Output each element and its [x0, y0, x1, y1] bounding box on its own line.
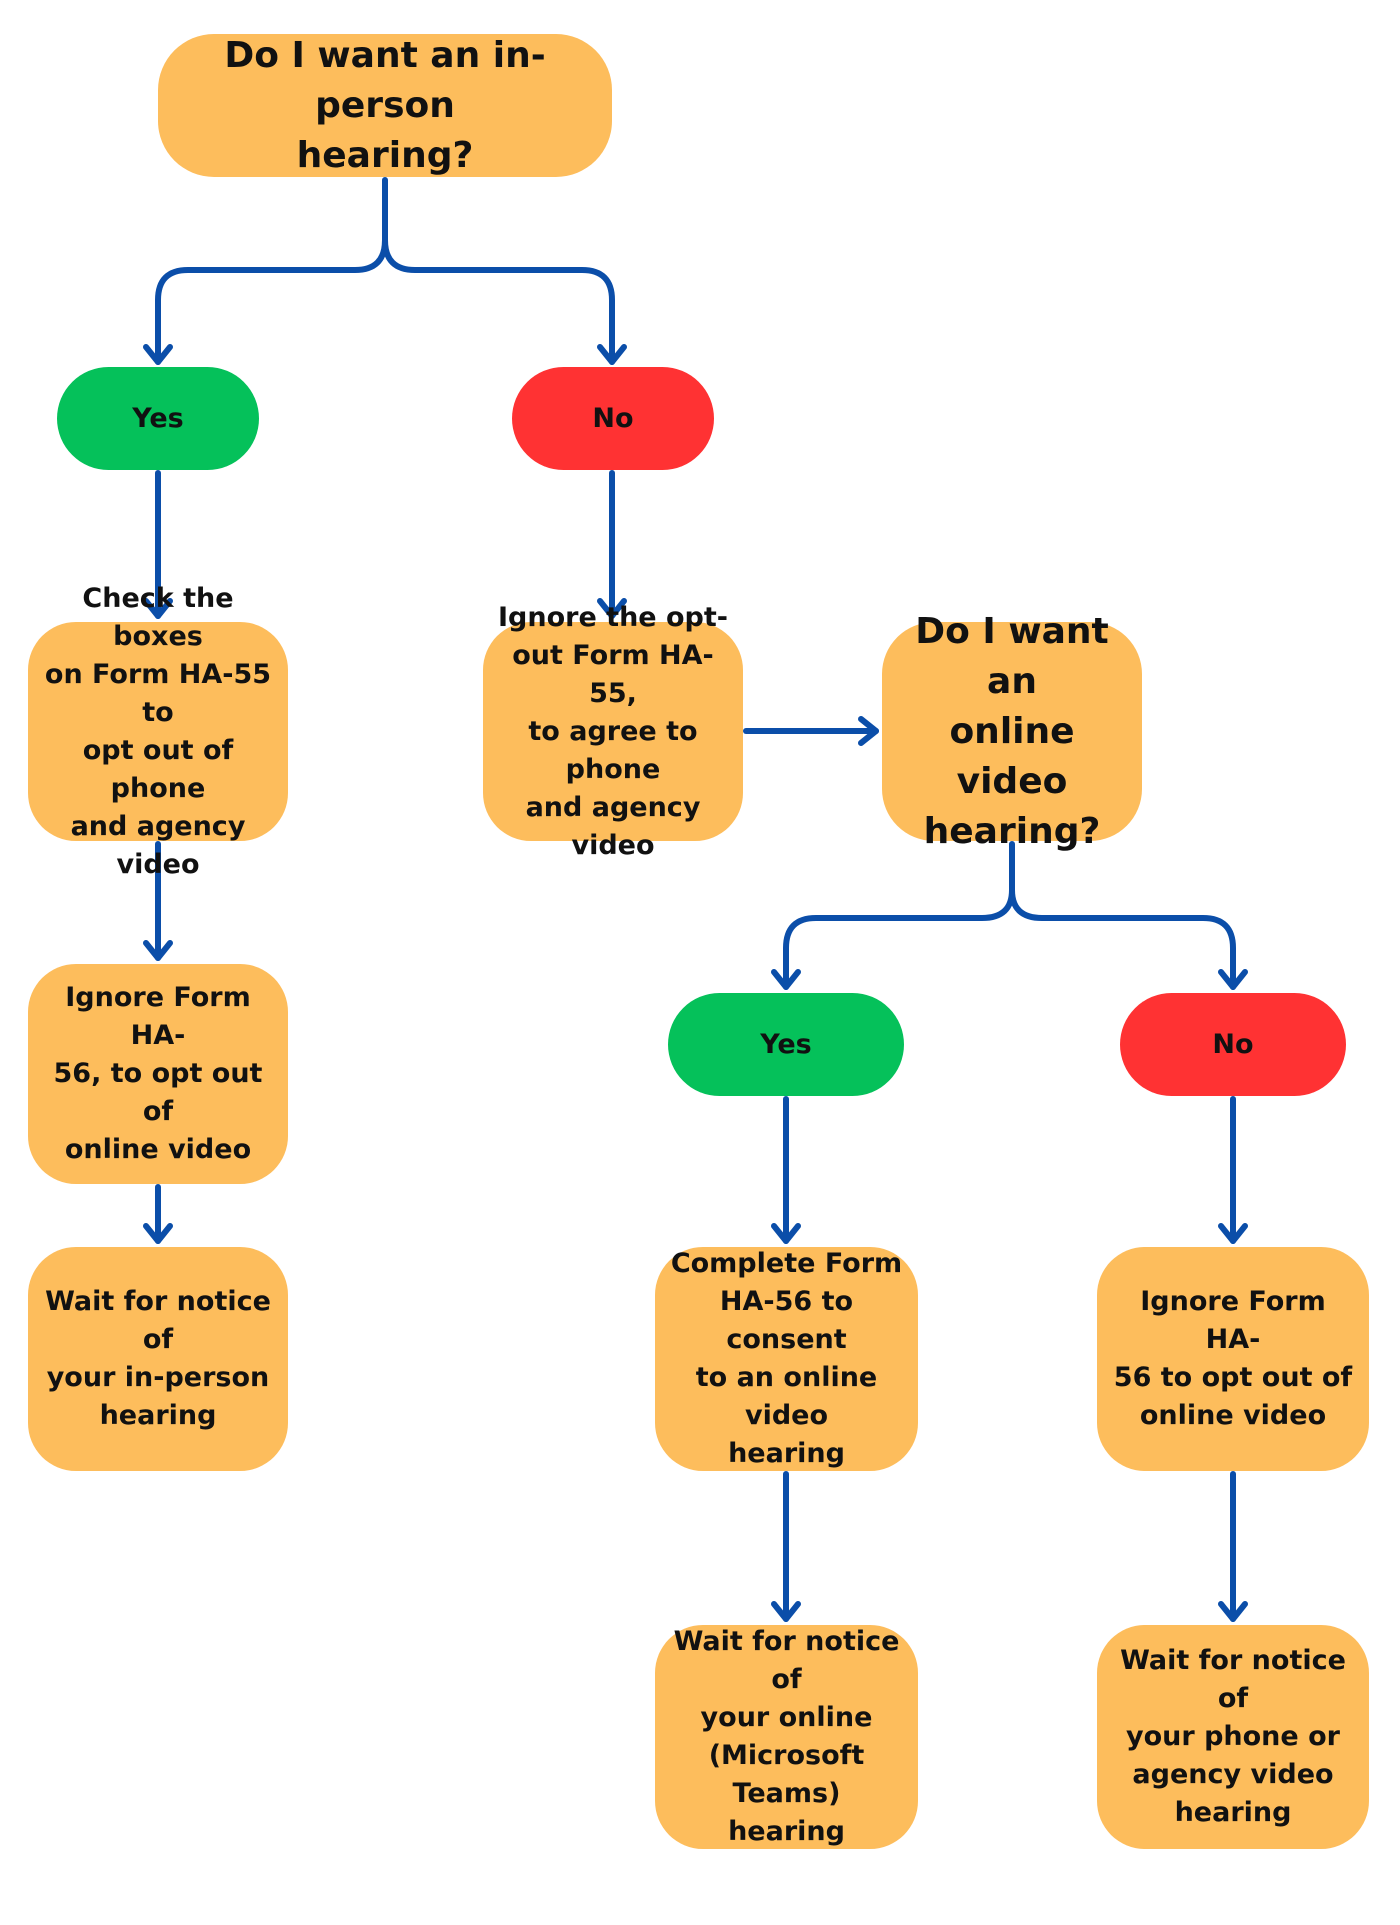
edge-q1-yes1 [155, 177, 388, 365]
answer-yes-text: Yes [132, 403, 184, 434]
answer-no-online-video: No [1120, 993, 1346, 1096]
step-text: Check the boxes on Form HA-55 to opt out… [44, 582, 272, 880]
answer-yes-in-person: Yes [57, 367, 259, 470]
arrowhead-waitonline [771, 1601, 801, 1622]
arrowhead-ignore56a [143, 940, 173, 961]
step-text: Ignore Form HA- 56, to opt out of online… [53, 982, 263, 1165]
question-online-video-text: Do I want an online video hearing? [915, 610, 1109, 852]
arrowhead-yes1 [143, 344, 173, 365]
step-text: Ignore the opt- out Form HA-55, to agree… [497, 601, 728, 861]
step-text: Ignore Form HA- 56 to opt out of online … [1113, 1286, 1353, 1431]
answer-no-in-person: No [512, 367, 714, 470]
arrowhead-complete56 [771, 1223, 801, 1244]
step-text: Wait for notice of your in-person hearin… [45, 1286, 271, 1431]
edge-q2-no2 [1009, 887, 1236, 990]
step-ignore-ha55: Ignore the opt- out Form HA-55, to agree… [483, 602, 743, 861]
arrowhead-ignore55 [597, 598, 627, 619]
answer-no-text: No [1212, 1029, 1254, 1060]
arrowhead-q2 [858, 716, 879, 746]
arrowhead-ignore56b [1218, 1223, 1248, 1244]
step-text: Wait for notice of your phone or agency … [1120, 1645, 1346, 1828]
step-text: Wait for notice of your online (Microsof… [673, 1626, 900, 1847]
step-text: Complete Form HA-56 to consent to an onl… [670, 1248, 903, 1469]
step-ignore-ha56-opt-out-online: Ignore Form HA- 56 to opt out of online … [1097, 1247, 1369, 1471]
question-in-person-text: Do I want an in-person hearing? [224, 34, 546, 176]
question-in-person-hearing: Do I want an in-person hearing? [158, 34, 612, 177]
arrowhead-yes2 [771, 969, 801, 990]
answer-yes-text: Yes [760, 1029, 812, 1060]
edge-q1-no1 [382, 237, 615, 365]
question-online-video-hearing: Do I want an online video hearing? [882, 611, 1142, 852]
arrowhead-no2 [1218, 969, 1248, 990]
step-check-boxes-ha55: Check the boxes on Form HA-55 to opt out… [28, 583, 288, 880]
arrowhead-waitphone [1218, 1601, 1248, 1622]
arrowhead-no1 [597, 344, 627, 365]
answer-no-text: No [592, 403, 634, 434]
step-wait-phone-notice: Wait for notice of your phone or agency … [1097, 1625, 1369, 1849]
step-wait-in-person-notice: Wait for notice of your in-person hearin… [28, 1247, 288, 1471]
step-wait-online-notice: Wait for notice of your online (Microsof… [655, 1625, 918, 1849]
arrowhead-check [143, 598, 173, 619]
step-complete-ha56: Complete Form HA-56 to consent to an onl… [655, 1247, 918, 1471]
step-ignore-ha56-opt-out: Ignore Form HA- 56, to opt out of online… [28, 964, 288, 1184]
arrowhead-waitinperson [143, 1223, 173, 1244]
edge-q2-yes2 [783, 841, 1015, 990]
answer-yes-online-video: Yes [668, 993, 904, 1096]
